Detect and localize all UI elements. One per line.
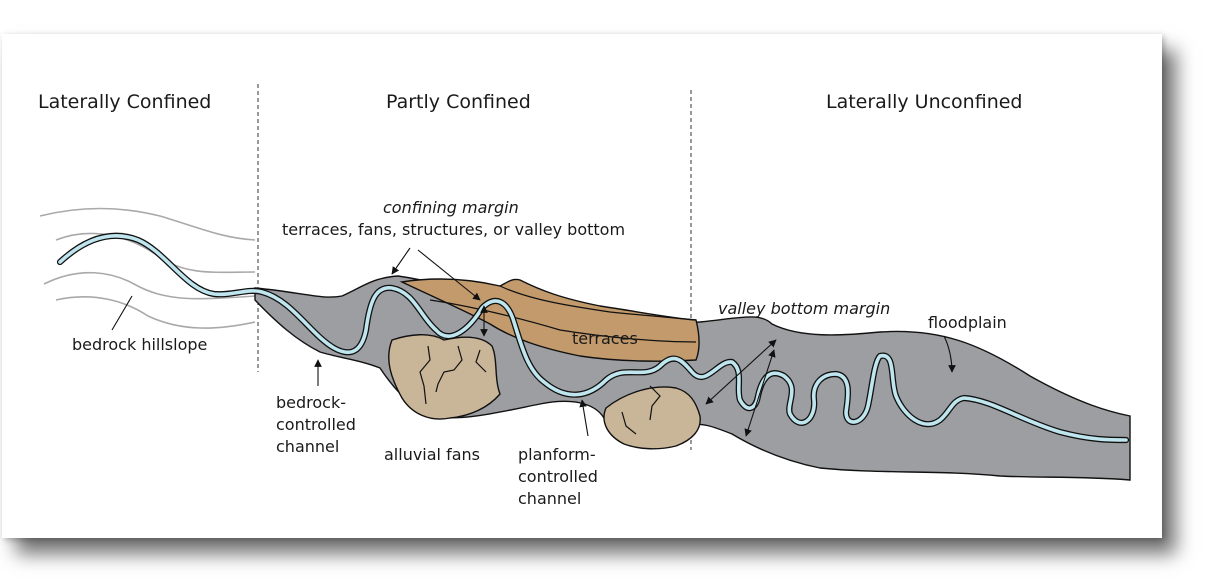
alluvial-fan-right xyxy=(603,386,701,450)
label-floodplain: floodplain xyxy=(928,313,1007,332)
arrow-floodplain xyxy=(943,335,956,373)
alluvial-fan-left xyxy=(388,334,501,420)
label-terraces: terraces xyxy=(572,329,638,348)
leader-bedrock-hillslope xyxy=(111,295,133,331)
label-bedrock-hillslope: bedrock hillslope xyxy=(72,335,207,354)
terrace-inner-line-2 xyxy=(499,285,697,321)
bedrock-hillslope-contours xyxy=(39,207,256,329)
alluvial-fan-right-channels xyxy=(621,385,661,435)
label-bedrock-channel-line3: channel xyxy=(276,437,339,456)
annotation-arrows xyxy=(111,247,956,437)
region-laterally-confined: Laterally Confined xyxy=(38,91,211,113)
label-valley-bottom-margin: valley bottom margin xyxy=(718,299,890,318)
label-alluvial-fans: alluvial fans xyxy=(384,445,480,464)
arrow-planform-channel xyxy=(579,399,589,437)
arrow-confining-margin-right xyxy=(417,249,481,301)
terrace-inner-line-1 xyxy=(429,299,697,343)
alluvial-fan-left-channels xyxy=(419,345,487,405)
label-bedrock-channel-line2: controlled xyxy=(276,415,356,434)
label-planform-channel-line1: planform- xyxy=(518,445,596,464)
label-confining-margin-detail: terraces, fans, structures, or valley bo… xyxy=(282,220,625,239)
label-bedrock-channel-line1: bedrock- xyxy=(276,393,346,412)
label-confining-margin: confining margin xyxy=(383,198,519,217)
label-planform-channel-line2: controlled xyxy=(518,467,598,486)
arrow-confining-margin-left xyxy=(391,247,411,275)
region-partly-confined: Partly Confined xyxy=(386,91,531,113)
arrow-valley-margin-b xyxy=(744,349,776,437)
label-planform-channel-line3: channel xyxy=(518,489,581,508)
region-laterally-unconfined: Laterally Unconfined xyxy=(826,91,1023,113)
